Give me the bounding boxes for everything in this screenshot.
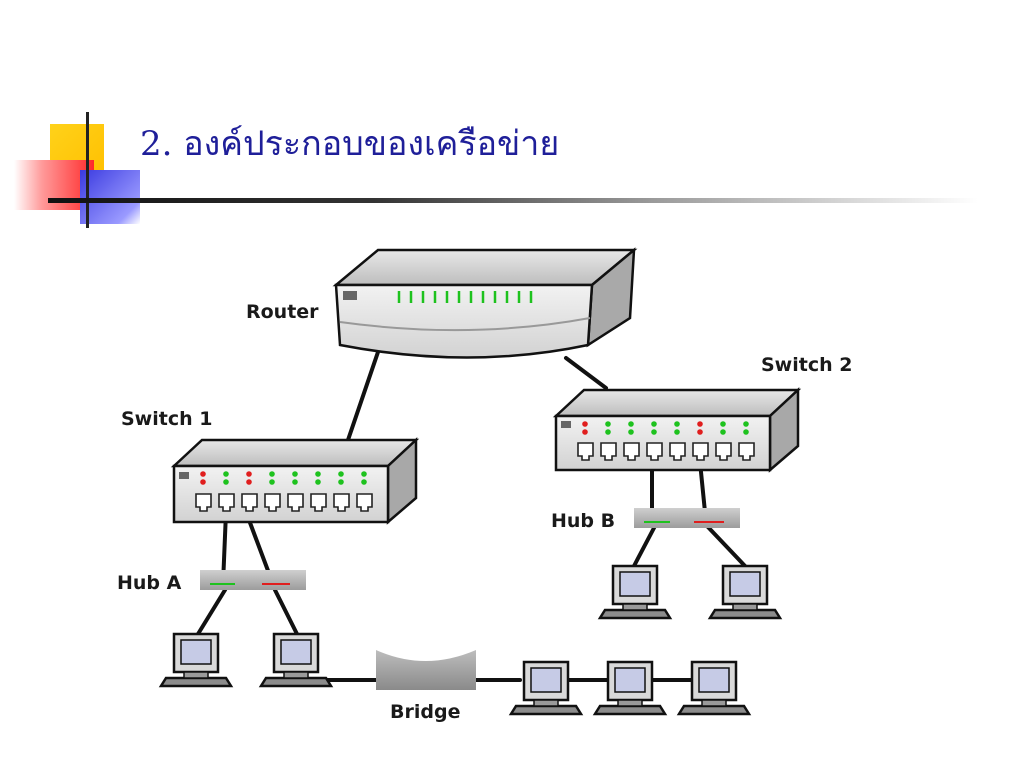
- switch-led: [720, 421, 726, 427]
- switch-1-label: Switch 1: [121, 408, 212, 430]
- computer-hub-b-1: [598, 564, 672, 620]
- computer-hub-b-2: [708, 564, 782, 620]
- switch-led: [628, 421, 634, 427]
- switch-led: [628, 429, 634, 435]
- switch-led: [246, 479, 252, 485]
- switch-led: [697, 429, 703, 435]
- switch-led: [743, 429, 749, 435]
- switch-led: [697, 421, 703, 427]
- switch-led: [605, 421, 611, 427]
- switch-led: [720, 429, 726, 435]
- computer-hub-a-1: [159, 632, 233, 688]
- switch-led: [269, 479, 275, 485]
- router-label: Router: [246, 301, 319, 323]
- switch-led: [674, 421, 680, 427]
- switch-led: [315, 479, 321, 485]
- cable-huba-pc2: [273, 588, 299, 636]
- switch-led: [223, 479, 229, 485]
- router: [332, 247, 638, 359]
- title-underline: [48, 198, 978, 203]
- switch-2-label: Switch 2: [761, 354, 852, 376]
- cable-hubb-pc1: [632, 524, 657, 568]
- computer-bridge-1: [509, 660, 583, 716]
- switch-led: [582, 421, 588, 427]
- cable-router-switch2: [564, 356, 608, 390]
- slide-title: 2. องค์ประกอบของเครือข่าย: [140, 124, 560, 164]
- switch-led: [246, 471, 252, 477]
- switch-led: [651, 421, 657, 427]
- switch-led: [361, 479, 367, 485]
- hub-a: [200, 570, 306, 590]
- switch-led: [674, 429, 680, 435]
- switch-led: [200, 479, 206, 485]
- switch-led: [605, 429, 611, 435]
- hub-a-label: Hub A: [117, 572, 182, 594]
- switch-led: [338, 479, 344, 485]
- switch-led: [269, 471, 275, 477]
- switch-1: [170, 437, 420, 525]
- switch-led: [200, 471, 206, 477]
- cable-router-switch1: [346, 350, 380, 442]
- switch-led: [582, 429, 588, 435]
- computer-bridge-2: [593, 660, 667, 716]
- title-decor-vertical-line: [86, 112, 89, 228]
- switch-led: [292, 479, 298, 485]
- title-decor-blue-square: [80, 170, 140, 224]
- computer-hub-a-2: [259, 632, 333, 688]
- hub-b-label: Hub B: [551, 510, 615, 532]
- switch-led: [743, 421, 749, 427]
- switch-led: [292, 471, 298, 477]
- switch-led: [223, 471, 229, 477]
- switch-2: [552, 387, 802, 473]
- bridge-label: Bridge: [390, 701, 460, 723]
- hub-b: [634, 508, 740, 528]
- switch-led: [651, 429, 657, 435]
- switch-led: [338, 471, 344, 477]
- switch-led: [361, 471, 367, 477]
- bridge: [376, 650, 476, 690]
- cable-hubb-pc2: [705, 524, 747, 568]
- switch-led: [315, 471, 321, 477]
- cable-huba-pc1: [196, 588, 227, 636]
- computer-bridge-3: [677, 660, 751, 716]
